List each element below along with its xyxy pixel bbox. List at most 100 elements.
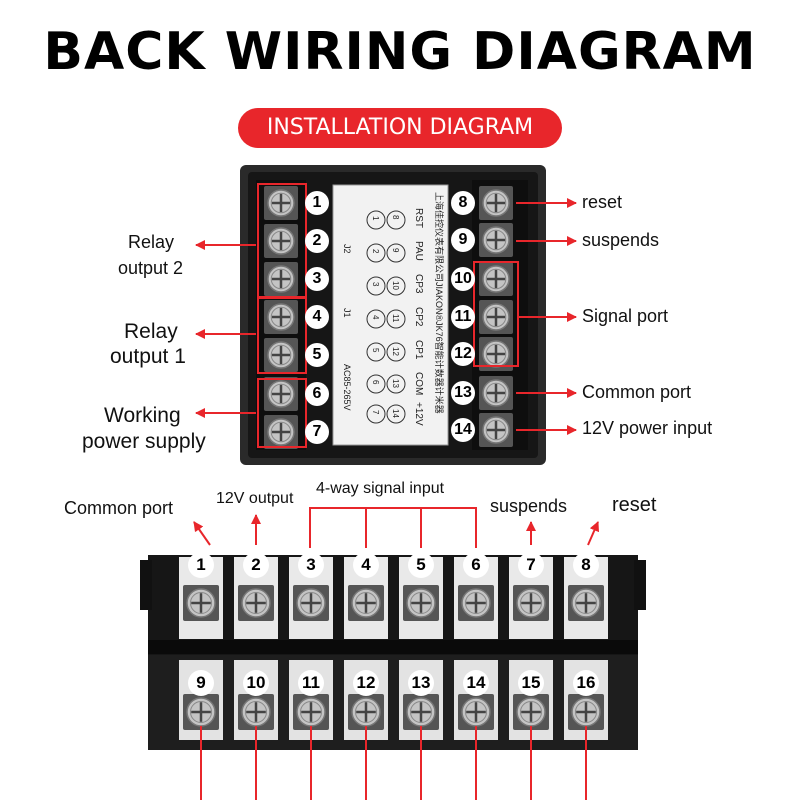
- sticker-pin-circle: [386, 276, 406, 296]
- block-left-tab: [140, 560, 152, 610]
- sticker-pin-circle: [386, 210, 406, 230]
- block-bottom-screw: [403, 694, 439, 730]
- sticker-pin-label: CP1: [413, 340, 424, 360]
- left-terminal-screw: [264, 415, 298, 449]
- block-bottom-screw: [348, 694, 384, 730]
- sticker-pin-circle: [386, 309, 406, 329]
- block-top-number: 6: [463, 552, 489, 578]
- left-terminal-number: 3: [305, 267, 329, 291]
- reset-down-arrow: [587, 521, 599, 546]
- left-terminal-number: 6: [305, 382, 329, 406]
- right-terminal-screw: [479, 262, 513, 296]
- sticker-pin-number: 13: [391, 379, 400, 388]
- block-top-screw: [293, 585, 329, 621]
- sticker-pin-number: 9: [391, 248, 400, 253]
- left-terminal-screw: [264, 186, 298, 220]
- power-group-box: [257, 378, 307, 448]
- reset-label: reset: [582, 192, 623, 212]
- power-label-line2: power supply: [82, 430, 206, 453]
- right-terminal-screw: [479, 186, 513, 220]
- page-title: BACK WIRING DIAGRAM: [43, 22, 757, 82]
- suspends-label: suspends: [582, 230, 660, 250]
- sticker-pin-circle: [366, 243, 386, 263]
- right-terminal-number: 13: [451, 381, 475, 405]
- block-common-label: Common port: [64, 498, 174, 518]
- sticker-pin-number: 4: [371, 315, 380, 320]
- sticker-pin-label: RST: [413, 208, 424, 228]
- block-bottom-number: 11: [298, 670, 324, 696]
- sticker-voltage: AC85-265V: [342, 364, 352, 411]
- signal-port-label: Signal port: [582, 306, 669, 326]
- sticker-pin-label: +12V: [413, 402, 424, 426]
- common-port-label: Common port: [582, 382, 692, 402]
- terminal-block-bottom-row: [148, 655, 638, 750]
- right-terminal-number: 10: [451, 267, 475, 291]
- right-terminal-number: 11: [451, 305, 475, 329]
- label-sticker: [332, 184, 449, 446]
- block-top-screw: [348, 585, 384, 621]
- block-bottom-number: 12: [353, 670, 379, 696]
- signal-bracket: [309, 507, 477, 548]
- left-terminal-screw: [264, 262, 298, 296]
- sticker-pin-circle: [366, 276, 386, 296]
- block-bottom-number: 16: [573, 670, 599, 696]
- right-terminal-screw: [479, 223, 513, 257]
- sticker-pin-number: 2: [371, 249, 380, 254]
- sticker-pin-circle: [386, 243, 406, 263]
- block-top-screw: [513, 585, 549, 621]
- block-top-screw: [458, 585, 494, 621]
- sticker-pin-circle: [366, 210, 386, 230]
- sticker-pin-number: 8: [391, 215, 400, 220]
- sticker-pin-circle: [366, 309, 386, 329]
- subtitle-badge: INSTALLATION DIAGRAM: [238, 108, 562, 148]
- block-top-screw: [568, 585, 604, 621]
- sticker-j-label: J2: [342, 244, 352, 254]
- block-bottom-screw: [458, 694, 494, 730]
- right-terminal-screw: [479, 413, 513, 447]
- sticker-pin-number: 7: [371, 410, 380, 415]
- left-terminal-number: 7: [305, 420, 329, 444]
- right-terminal-number: 9: [451, 228, 475, 252]
- sticker-pin-number: 5: [371, 348, 380, 353]
- right-terminal-number: 8: [451, 191, 475, 215]
- right-terminal-screw: [479, 300, 513, 334]
- sticker-pin-circle: [366, 374, 386, 394]
- sticker-pin-circle: [386, 374, 406, 394]
- sticker-pin-number: 3: [371, 282, 380, 287]
- block-top-number: 4: [353, 552, 379, 578]
- sticker-pin-label: CP3: [413, 274, 424, 294]
- common-port-arrow: [193, 521, 211, 546]
- block-suspends-label: suspends: [490, 496, 568, 516]
- block-12v-label: 12V output: [216, 490, 294, 507]
- block-bottom-screw: [568, 694, 604, 730]
- block-top-screw: [183, 585, 219, 621]
- sticker-pin-number: 12: [391, 347, 400, 356]
- block-bottom-screw: [238, 694, 274, 730]
- sticker-pin-number: 10: [391, 281, 400, 290]
- right-terminal-number: 14: [451, 418, 475, 442]
- relay1-label-line1: Relay: [124, 320, 178, 343]
- sticker-pin-number: 1: [371, 216, 380, 221]
- relay2-label-line2: output 2: [118, 258, 184, 278]
- block-top-number: 5: [408, 552, 434, 578]
- left-terminal-screw: [264, 300, 298, 334]
- sticker-model-text: 上海佳控仪表有限公司JIAKON®JK76智能计数器计米器: [434, 192, 444, 414]
- left-terminal-number: 2: [305, 229, 329, 253]
- block-top-number: 3: [298, 552, 324, 578]
- relay1-group-box: [257, 296, 307, 374]
- block-bottom-number: 13: [408, 670, 434, 696]
- terminal-block-top-row: [148, 555, 638, 655]
- sticker-pin-label: COM: [413, 372, 424, 396]
- block-top-number: 2: [243, 552, 269, 578]
- relay1-label-line2: output 1: [110, 345, 186, 368]
- sticker-j-label: J1: [342, 308, 352, 318]
- sticker-pin-label: PAU: [413, 241, 424, 261]
- block-bottom-screw: [183, 694, 219, 730]
- power-label-line1: Working: [104, 404, 181, 427]
- left-terminal-number: 4: [305, 305, 329, 329]
- block-bottom-number: 15: [518, 670, 544, 696]
- block-right-tab: [634, 560, 646, 610]
- left-terminal-screw: [264, 224, 298, 258]
- right-terminal-screw: [479, 376, 513, 410]
- sticker-pin-number: 6: [371, 380, 380, 385]
